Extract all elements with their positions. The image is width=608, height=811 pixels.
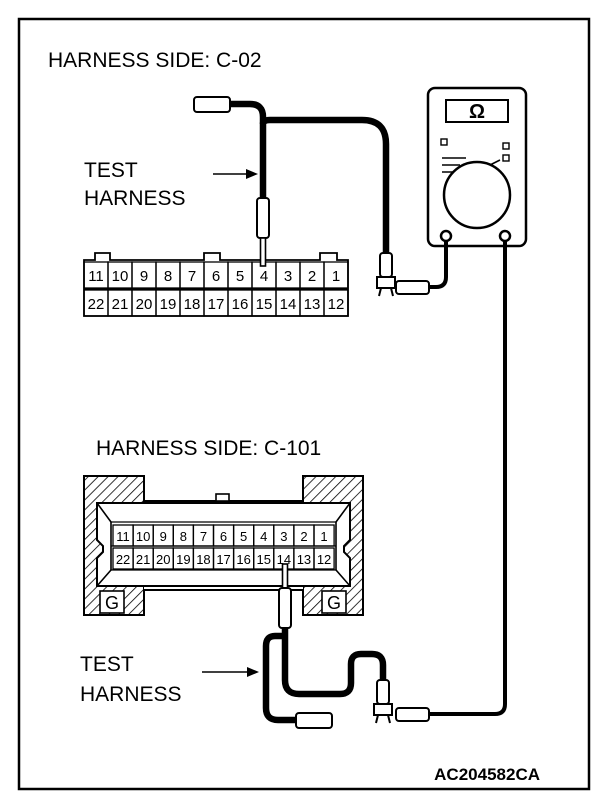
pin-number: 18 [184, 296, 201, 313]
pin-number: 12 [328, 296, 345, 313]
harness-wire [262, 632, 296, 724]
pin-number: 22 [116, 552, 130, 567]
pin-number: 20 [136, 296, 153, 313]
connector-c101-title: HARNESS SIDE: C-101 [96, 437, 321, 460]
pin-number: 3 [284, 268, 292, 285]
v-ohm-terminal-icon [498, 229, 512, 243]
alligator-clip-icon [375, 714, 391, 724]
pointer-arrow-icon [246, 169, 258, 179]
pin-cell [323, 289, 349, 317]
probe-tip-icon [259, 237, 267, 267]
pin-number: 15 [256, 296, 273, 313]
ground-label-left: G [105, 593, 119, 613]
meter-lead-wire [429, 241, 507, 716]
pin-number: 10 [112, 268, 129, 285]
pin-number: 16 [232, 296, 249, 313]
pin-number: 9 [140, 268, 148, 285]
selector-dial-icon [442, 160, 512, 230]
probe-tip-icon [281, 563, 289, 589]
pin-number: 13 [304, 296, 321, 313]
harness-plug-icon [295, 712, 333, 729]
pin-number: 9 [160, 529, 167, 544]
pin-number: 4 [260, 268, 268, 285]
meter-button-icon [502, 142, 510, 150]
figure-id: AC204582CA [434, 765, 540, 784]
pointer-arrow-icon [247, 667, 259, 677]
pin-cell [313, 524, 335, 547]
pin-number: 20 [156, 552, 170, 567]
pin-number: 22 [88, 296, 105, 313]
pin-number: 11 [88, 268, 104, 285]
pin-number: 13 [297, 552, 311, 567]
harness-connector-icon [376, 276, 396, 289]
test-harness-label-line2: HARNESS [80, 683, 182, 706]
probe-icon [256, 197, 270, 239]
meter-button-icon [440, 138, 448, 146]
meter-button-icon [502, 154, 510, 162]
harness-connector-icon [373, 703, 393, 716]
test-harness-label-line1: TEST [84, 159, 138, 182]
pin-number: 7 [188, 268, 196, 285]
pin-number: 14 [280, 296, 297, 313]
com-terminal-icon [439, 229, 453, 243]
pin-number: 19 [160, 296, 177, 313]
pin-number: 17 [216, 552, 230, 567]
test-harness-label-line1: TEST [80, 653, 134, 676]
pin-number: 4 [260, 529, 267, 544]
connector-c02-title: HARNESS SIDE: C-02 [48, 49, 262, 72]
pin-number: 19 [176, 552, 190, 567]
harness-plug-icon [193, 96, 231, 113]
pin-number: 7 [200, 529, 207, 544]
connector-c101-taper [96, 502, 351, 587]
test-harness-label-line2: HARNESS [84, 187, 186, 210]
pin-number: 2 [300, 529, 307, 544]
harness-connector-icon [376, 679, 390, 705]
test-harness-upper: TEST HARNESS [84, 96, 448, 297]
meter-lead-plug-icon [395, 707, 430, 722]
pin-number: 18 [196, 552, 210, 567]
pin-number: 12 [317, 552, 331, 567]
alligator-clip-icon [378, 287, 394, 297]
pin-cell [323, 261, 349, 289]
pin-number: 2 [308, 268, 316, 285]
probe-icon [278, 587, 292, 629]
pin-number: 6 [220, 529, 227, 544]
harness-wire [281, 628, 387, 698]
pin-number: 15 [257, 552, 271, 567]
meter-lead-wire [429, 241, 448, 289]
ground-mark-right [321, 590, 347, 614]
harness-wire [230, 100, 267, 198]
pin-number: 10 [136, 529, 150, 544]
pin-number: 11 [116, 529, 130, 544]
harness-connector-icon [379, 252, 393, 278]
pin-number: 8 [180, 529, 187, 544]
pin-number: 21 [112, 296, 129, 313]
pin-number: 1 [320, 529, 327, 544]
pin-number: 16 [236, 552, 250, 567]
pin-number: 3 [280, 529, 287, 544]
ground-label-right: G [327, 593, 341, 613]
pin-number: 6 [212, 268, 220, 285]
ohm-symbol-icon: Ω [469, 101, 485, 123]
ground-mark-left [99, 590, 125, 614]
pin-number: 21 [136, 552, 150, 567]
pin-number: 17 [208, 296, 225, 313]
meter-lead-plug-icon [395, 280, 430, 295]
pin-cell [313, 547, 335, 570]
harness-wire [259, 116, 390, 253]
ohmmeter-display [445, 99, 509, 123]
pin-number: 8 [164, 268, 172, 285]
diagram-frame [17, 17, 591, 791]
test-harness-lower: TEST HARNESS [80, 241, 507, 729]
connector-c101-key [215, 493, 230, 502]
pin-number: 1 [332, 268, 340, 285]
connector-c101-housing [96, 502, 351, 587]
ohmmeter: Ω [426, 86, 528, 248]
pin-number: 5 [236, 268, 244, 285]
pin-number: 5 [240, 529, 247, 544]
